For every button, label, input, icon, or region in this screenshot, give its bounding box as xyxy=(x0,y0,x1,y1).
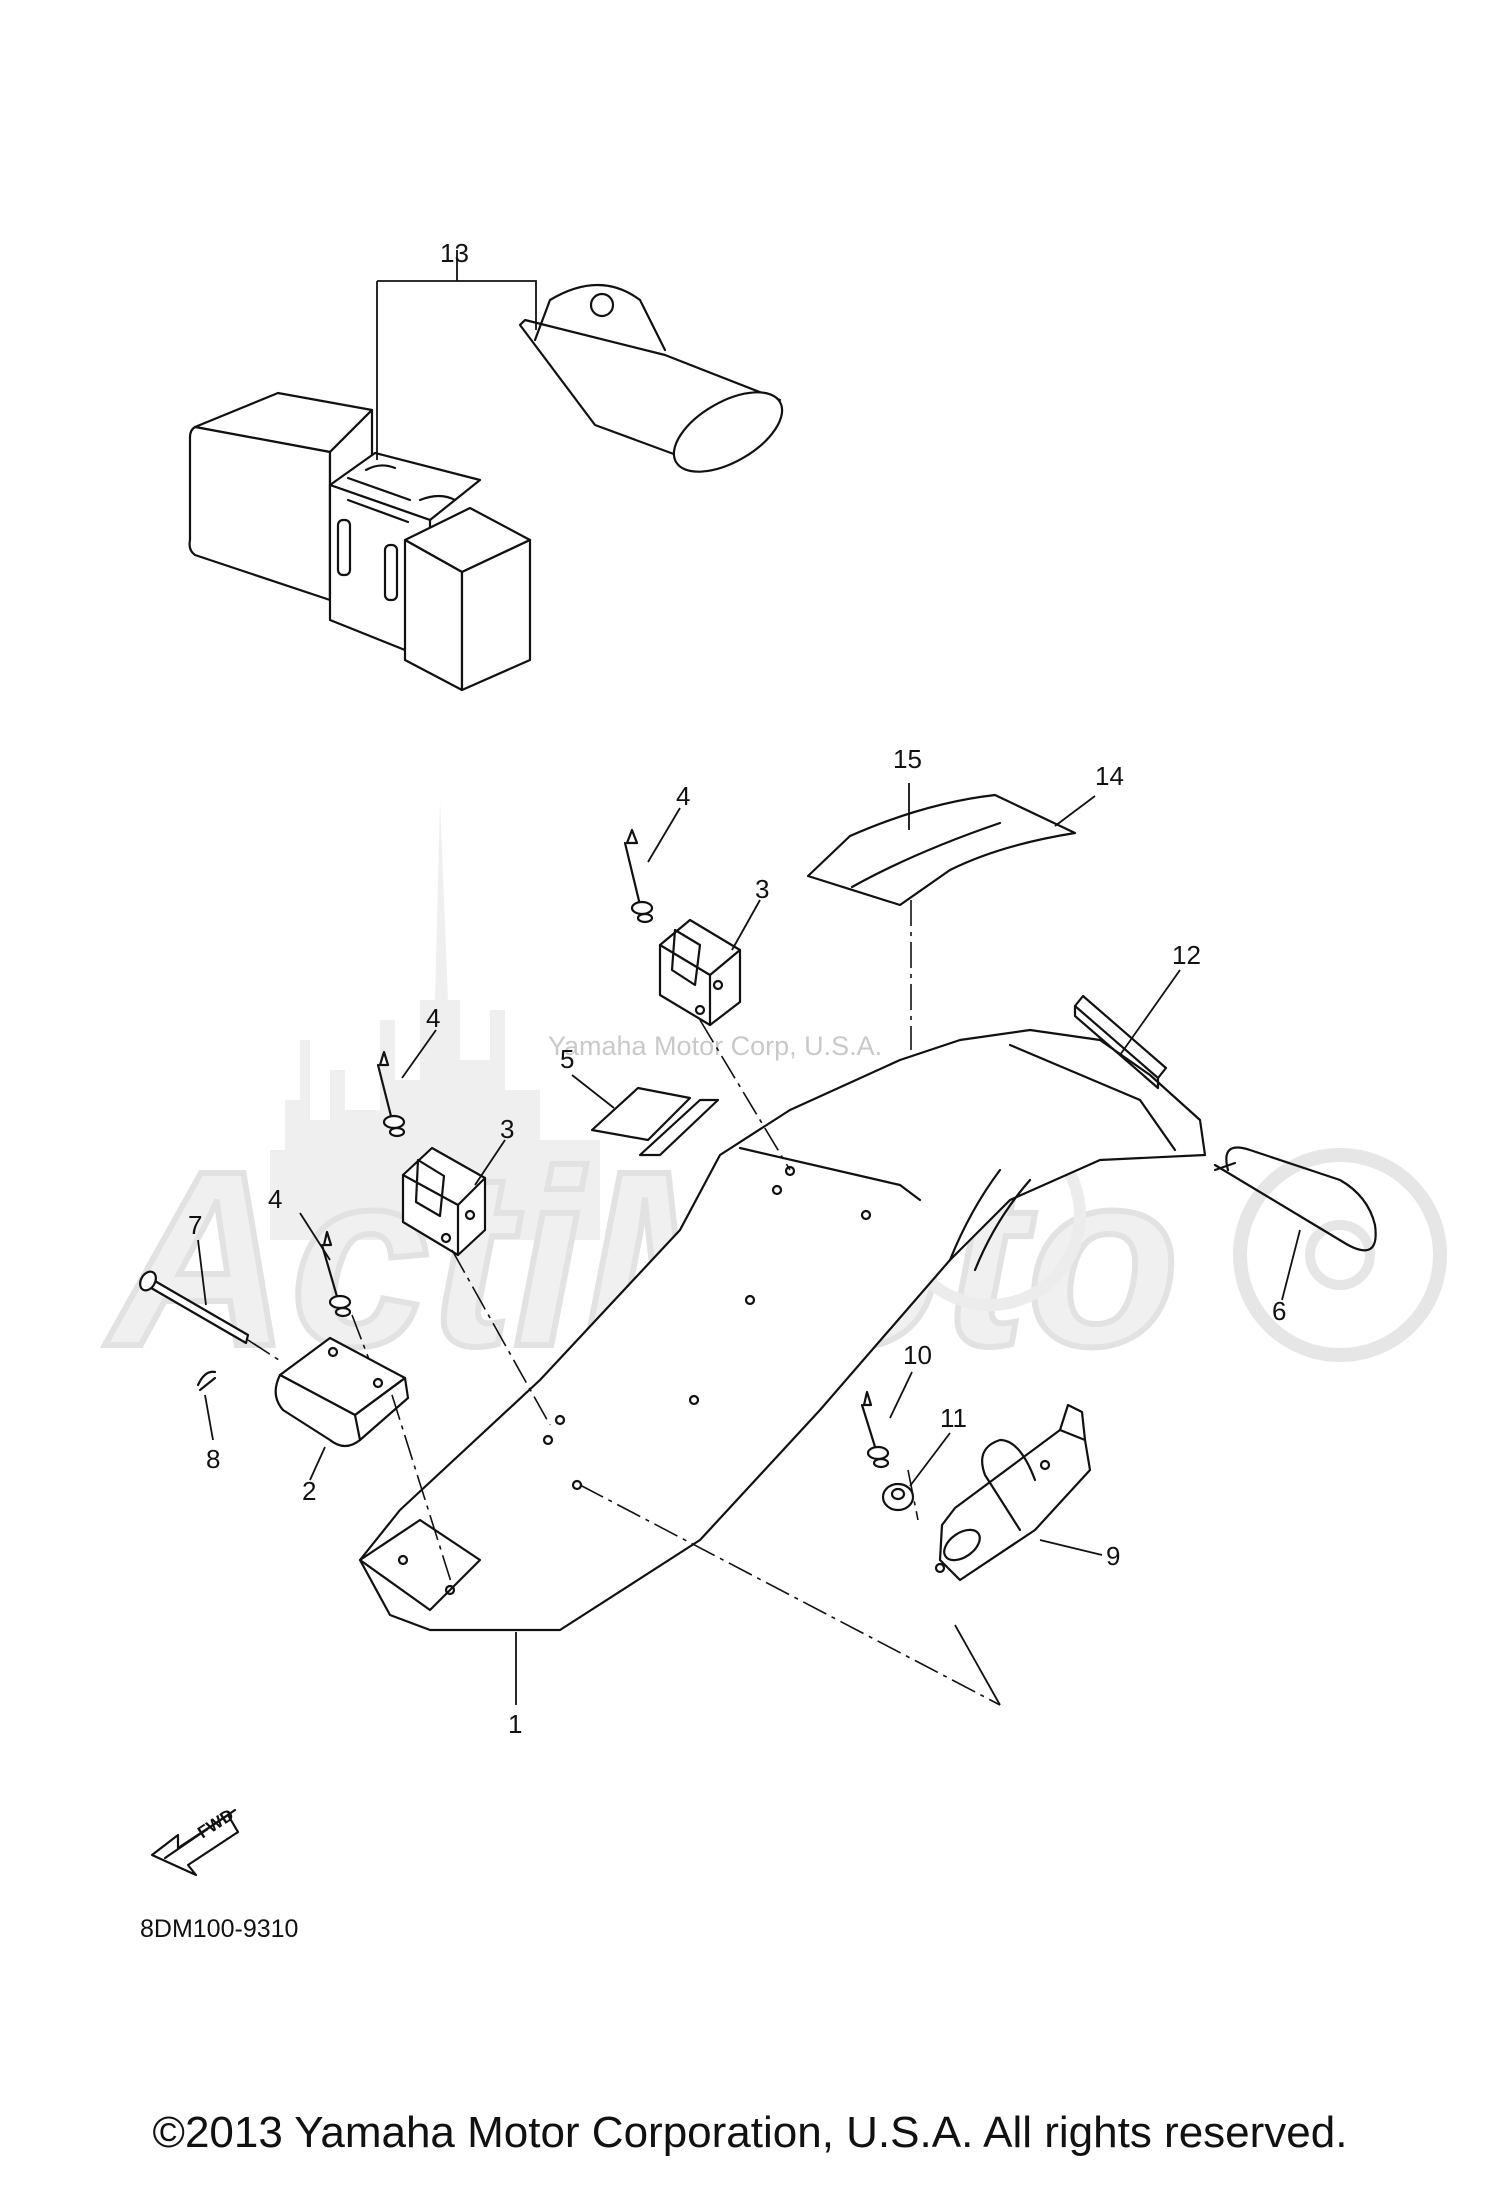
part-11-washer: 11 xyxy=(881,1403,967,1512)
part-1-rear-flap: 1 xyxy=(358,1028,1207,1739)
callout-14: 14 xyxy=(1095,761,1124,791)
callout-1: 1 xyxy=(508,1709,522,1739)
watermark-skyline xyxy=(270,800,600,1240)
callout-4b: 4 xyxy=(426,1003,440,1033)
diagram-code: 8DM100-9310 xyxy=(140,1915,298,1943)
part-4-rivet-upper: 4 xyxy=(623,781,690,924)
part-4-rivet-lower: 4 xyxy=(268,1184,376,1376)
callout-5: 5 xyxy=(560,1044,574,1074)
callout-3a: 3 xyxy=(755,874,769,904)
callout-4c: 4 xyxy=(268,1184,282,1214)
part-3-clip-upper: 3 xyxy=(658,874,791,1171)
callout-10: 10 xyxy=(903,1340,932,1370)
watermark-text: Yamaha Motor Corp, U.S.A. xyxy=(548,1031,882,1061)
part-9-bracket: 9 xyxy=(934,1403,1120,1582)
part-2-hinge: 2 xyxy=(274,1336,453,1586)
part-7-bolt: 7 xyxy=(139,1210,283,1363)
callout-6: 6 xyxy=(1272,1296,1286,1326)
callout-12: 12 xyxy=(1172,940,1201,970)
part-8-pin: 8 xyxy=(196,1370,220,1474)
callout-4a: 4 xyxy=(676,781,690,811)
part-13-cover-group: 13 xyxy=(188,238,784,692)
part-3-clip-lower: 3 xyxy=(401,1114,551,1426)
callout-13: 13 xyxy=(440,238,469,268)
part-10-rivet: 10 xyxy=(860,1340,932,1521)
part-6-wire-hook: 6 xyxy=(1213,1146,1377,1326)
part-12-strip: 12 xyxy=(1073,940,1201,1090)
part-5-label: 5 xyxy=(560,1044,720,1157)
watermark-wheel-icon xyxy=(1233,1148,1447,1362)
fwd-arrow-icon: FWD xyxy=(150,1805,240,1877)
callout-15: 15 xyxy=(893,744,922,774)
callout-11: 11 xyxy=(940,1403,967,1433)
mounting-holes xyxy=(397,1165,872,1596)
part-14-15-decal: 15 14 xyxy=(806,744,1124,1050)
part-4-rivet-mid: 4 xyxy=(376,1003,440,1138)
callout-2: 2 xyxy=(302,1476,316,1506)
copyright-notice: ©2013 Yamaha Motor Corporation, U.S.A. A… xyxy=(152,2108,1348,2157)
callout-7: 7 xyxy=(188,1210,202,1240)
callout-9: 9 xyxy=(1106,1541,1120,1571)
callout-8: 8 xyxy=(206,1444,220,1474)
callout-3b: 3 xyxy=(500,1114,514,1144)
